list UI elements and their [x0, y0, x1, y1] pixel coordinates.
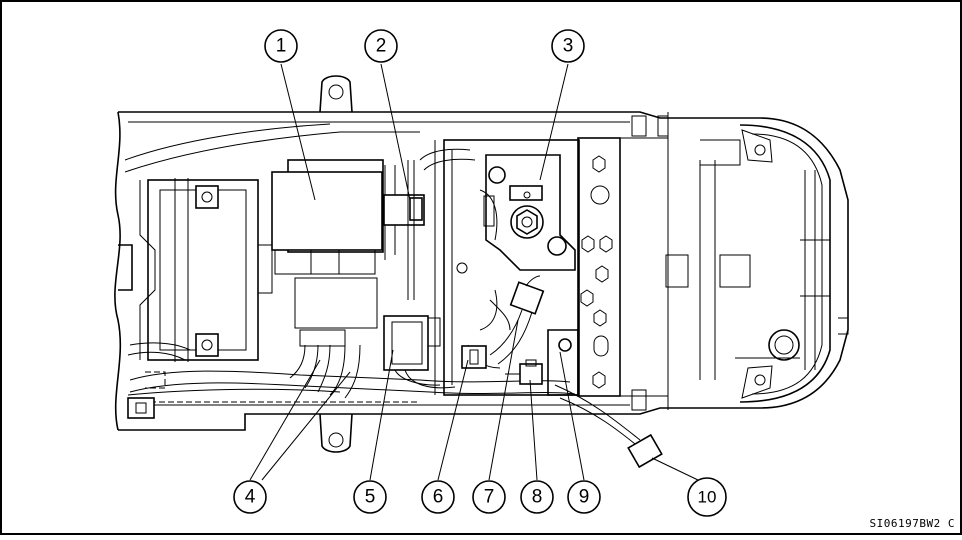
callout-7: 7	[473, 481, 505, 513]
callout-5: 5	[354, 481, 386, 513]
callout-2-label: 2	[376, 36, 387, 57]
callout-1-label: 1	[276, 36, 287, 57]
callout-10-label: 10	[698, 488, 717, 507]
callout-3: 3	[552, 30, 584, 62]
callout-4-label: 4	[245, 487, 256, 508]
callout-3-label: 3	[563, 36, 574, 57]
callout-9-label: 9	[579, 487, 590, 508]
callout-6-label: 6	[433, 487, 444, 508]
callout-6: 6	[422, 481, 454, 513]
callout-9: 9	[568, 481, 600, 513]
figure-code: SI06197BW2 C	[870, 517, 955, 530]
callout-8-label: 8	[532, 487, 543, 508]
callout-5-label: 5	[365, 487, 376, 508]
callout-1: 1	[265, 30, 297, 62]
callout-7-label: 7	[484, 487, 495, 508]
callout-8: 8	[521, 481, 553, 513]
callout-10: 10	[688, 478, 726, 516]
callout-2: 2	[365, 30, 397, 62]
callout-4: 4	[234, 481, 266, 513]
